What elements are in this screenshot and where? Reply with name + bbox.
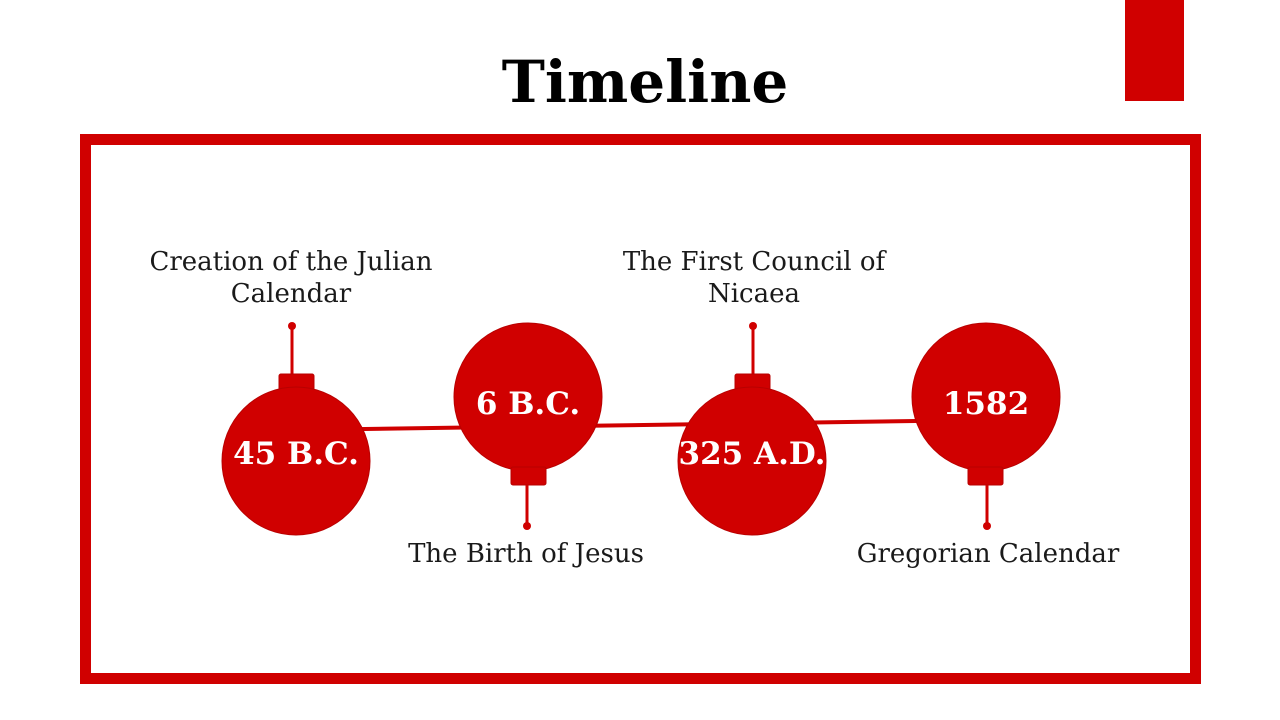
ornament-4 — [911, 322, 1061, 530]
event-label: Creation of the Julian Calendar — [149, 247, 433, 309]
ornament-cap — [510, 466, 547, 486]
event-year: 6 B.C. — [475, 386, 581, 422]
event-year: 325 A.D. — [678, 436, 826, 472]
ornament-2 — [453, 322, 603, 530]
ornament-cap — [967, 466, 1004, 486]
event-label: The First Council of Nicaea — [622, 247, 886, 309]
ornament-1 — [221, 322, 371, 536]
timeline-frame — [80, 134, 1201, 684]
ornament-pin — [983, 522, 991, 530]
ornament-3 — [677, 322, 827, 536]
ornament-ball — [221, 386, 371, 536]
ornament-ball — [677, 386, 827, 536]
page-title: Timeline — [501, 48, 789, 116]
ornament-pin — [523, 522, 531, 530]
event-label: The Birth of Jesus — [408, 539, 644, 569]
event-label: Gregorian Calendar — [856, 539, 1120, 569]
timeline-connector — [295, 418, 987, 432]
corner-accent — [1125, 0, 1184, 101]
event-year: 45 B.C. — [233, 436, 359, 472]
event-year: 1582 — [942, 386, 1030, 422]
